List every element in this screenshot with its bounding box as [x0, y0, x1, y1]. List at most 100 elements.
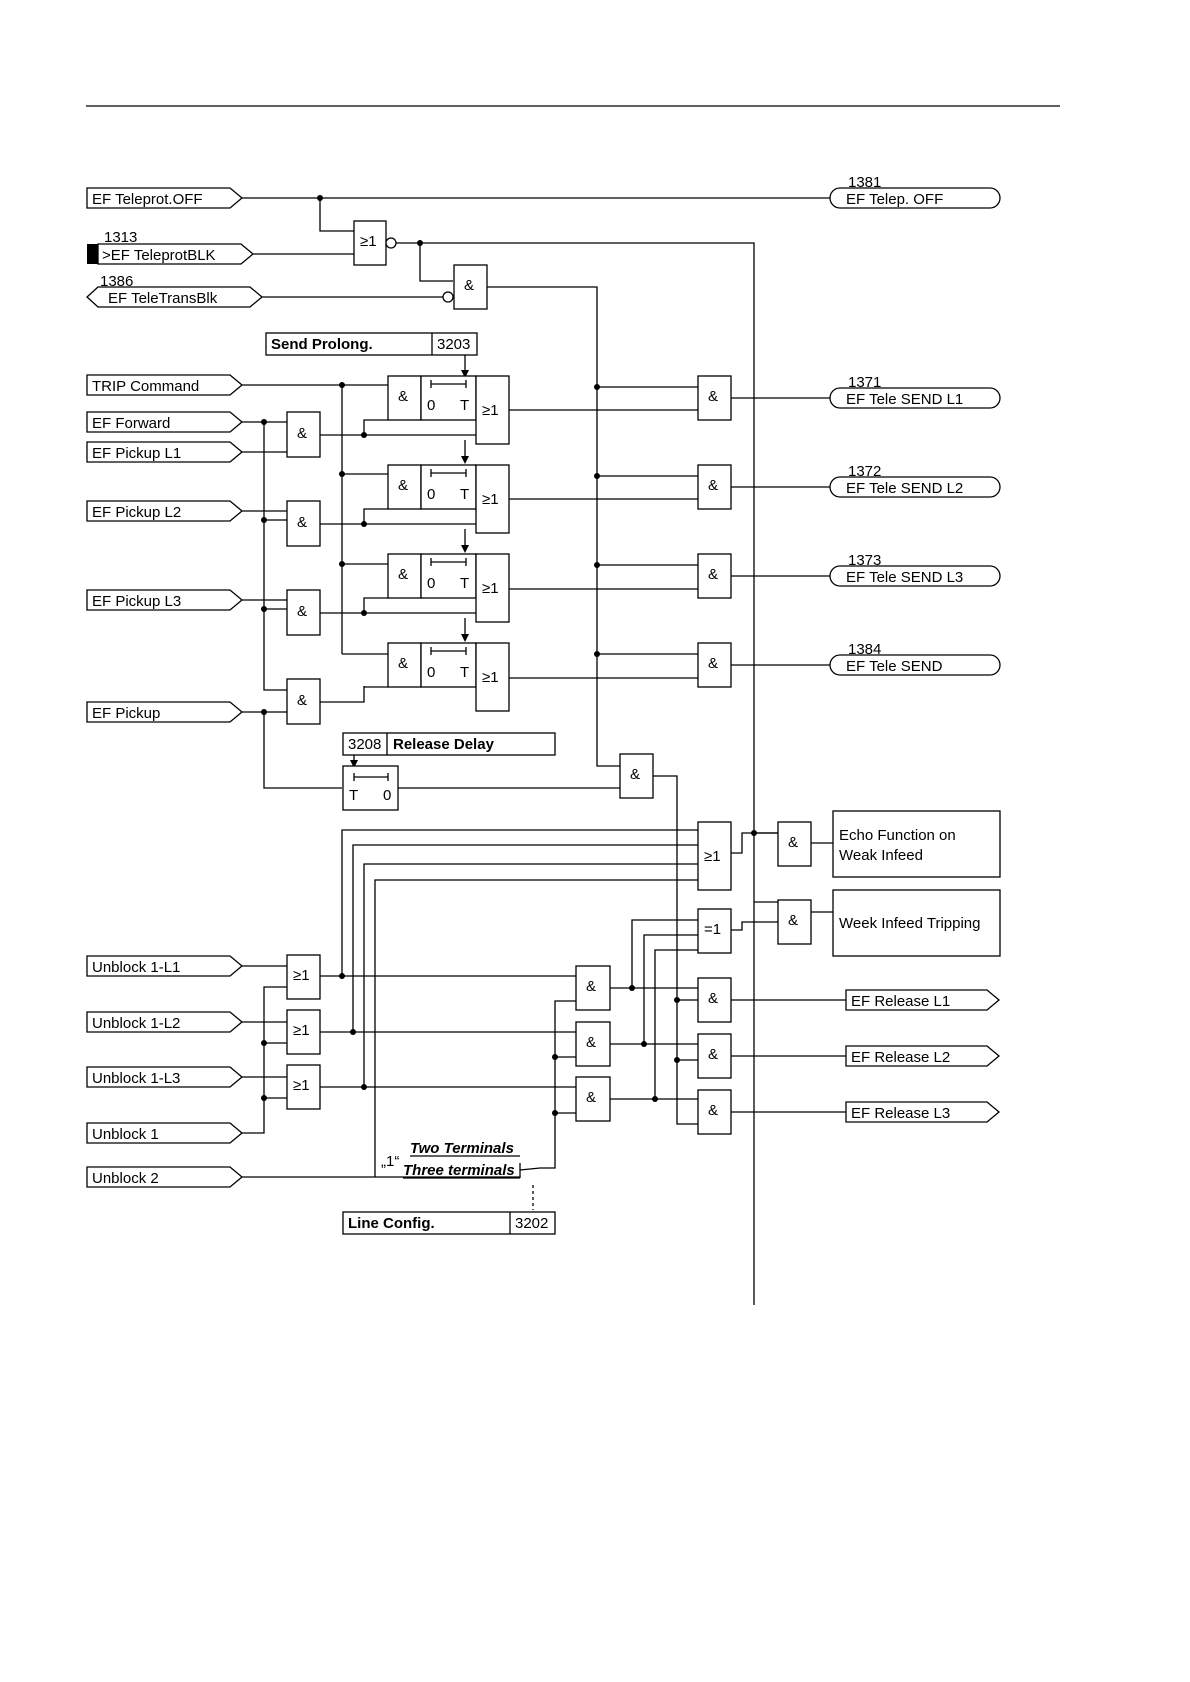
input-ef-pickup-l2-label: EF Pickup L2 [92, 504, 181, 521]
input-unblock-1-l3 [86, 1066, 244, 1088]
input-trip-command-label: TRIP Command [92, 378, 199, 395]
or-gate-unblock-l1 [286, 954, 321, 1000]
xor-gate-symbol: =1 [704, 921, 721, 938]
timer-row1-t: T [460, 397, 469, 414]
and-gate-send-l2 [697, 464, 732, 510]
and-gate-send-enable-symbol: & [464, 277, 474, 294]
timer-row1-zero: 0 [427, 397, 435, 414]
and-gate-release [619, 753, 654, 799]
timer-release-delay [342, 765, 399, 811]
output-release-l2 [845, 1045, 1001, 1067]
input-ef-pickup-l3-label: EF Pickup L3 [92, 593, 181, 610]
echo-function-line1: Echo Function on [839, 827, 956, 844]
timer-row3-t: T [460, 575, 469, 592]
or-gate-row1-symbol: ≥1 [482, 402, 499, 419]
output-send-l3-label: EF Tele SEND L3 [846, 569, 963, 586]
and-gate-send-l1-symbol: & [708, 388, 718, 405]
input-ef-teletransblk-label: EF TeleTransBlk [108, 290, 218, 307]
or-gate-unblock-l3-symbol: ≥1 [293, 1077, 310, 1094]
xor-gate [697, 908, 732, 954]
inverter-bubble [385, 237, 397, 249]
input-ef-pickup-l3 [86, 589, 244, 611]
input-ef-pickup-l2 [86, 500, 244, 522]
and-gate-unblock-l3 [575, 1076, 611, 1122]
or-gate-weak [697, 821, 732, 891]
and-gate-send-enable [453, 264, 488, 310]
junctions [261, 195, 757, 1116]
timer-row4-t: T [460, 664, 469, 681]
and-gate-send-l3 [697, 553, 732, 599]
timer-row3 [420, 553, 477, 599]
or-gate-unblock-l1-symbol: ≥1 [293, 967, 310, 984]
and-gate-release-l3 [697, 1089, 732, 1135]
or-gate-blk-symbol: ≥1 [360, 233, 377, 250]
output-send-l2 [829, 476, 1001, 498]
echo-function-box [832, 810, 1001, 878]
output-release-l1-label: EF Release L1 [851, 993, 950, 1010]
or-gate-row2 [475, 464, 510, 534]
and-gate-weak-trip [777, 899, 812, 945]
and-gate-row2-symbol: & [398, 477, 408, 494]
and-gate-unblock-l1 [575, 965, 611, 1011]
input-unblock-1 [86, 1122, 244, 1144]
input-ef-teleprot-blk [97, 243, 255, 265]
and-gate-unblock-l3-symbol: & [586, 1089, 596, 1106]
input-unblock-1-l2-label: Unblock 1-L2 [92, 1015, 180, 1032]
output-release-l2-label: EF Release L2 [851, 1049, 950, 1066]
inverter-bubble-transblk [442, 291, 454, 303]
and-gate-pickup-l2 [286, 500, 321, 547]
and-gate-pickup-l1 [286, 411, 321, 458]
input-ef-pickup-label: EF Pickup [92, 705, 160, 722]
binary-input-marker [87, 244, 98, 264]
option-three-terminals: Three terminals [403, 1162, 515, 1179]
input-unblock-1-l2 [86, 1011, 244, 1033]
input-ef-pickup-l1 [86, 441, 244, 463]
output-release-l1 [845, 989, 1001, 1011]
and-gate-pickup-symbol: & [297, 692, 307, 709]
line-config-label: Line Config. [348, 1215, 435, 1232]
and-gate-release-l3-symbol: & [708, 1102, 718, 1119]
output-send-label: EF Tele SEND [846, 658, 943, 675]
output-release-l3 [845, 1101, 1001, 1123]
and-gate-pickup-l1-symbol: & [297, 425, 307, 442]
and-gate-row4 [387, 642, 422, 688]
weak-infeed-trip-box [832, 889, 1001, 957]
input-ef-teletransblk-number: 1386 [100, 273, 133, 290]
gates: ≥1 & & & & & & 0 T ≥1 & 0 T ≥1 & [286, 220, 812, 1135]
release-delay-number: 3208 [348, 736, 381, 753]
and-gate-row4-symbol: & [398, 655, 408, 672]
output-send-l1 [829, 387, 1001, 409]
timer-row4-zero: 0 [427, 664, 435, 681]
or-gate-unblock-l2-symbol: ≥1 [293, 1022, 310, 1039]
send-prolong-label: Send Prolong. [271, 336, 373, 353]
weak-infeed-trip-label: Week Infeed Tripping [839, 915, 980, 932]
timer-release-zero: 0 [383, 787, 391, 804]
input-ef-teleprot-off [86, 187, 244, 209]
and-gate-row3-symbol: & [398, 566, 408, 583]
output-signals: 1381 EF Telep. OFF 1371 EF Tele SEND L1 … [829, 174, 1001, 1123]
output-send-l1-label: EF Tele SEND L1 [846, 391, 963, 408]
and-gate-pickup-l3 [286, 589, 321, 636]
timer-row3-zero: 0 [427, 575, 435, 592]
and-gate-pickup [286, 678, 321, 725]
or-gate-row4-symbol: ≥1 [482, 669, 499, 686]
line-config-setting [342, 1211, 556, 1235]
line-config-number: 3202 [515, 1215, 548, 1232]
and-gate-pickup-l2-symbol: & [297, 514, 307, 531]
input-ef-teleprot-blk-label: >EF TeleprotBLK [102, 247, 216, 264]
and-gate-unblock-l2 [575, 1021, 611, 1067]
or-gate-row2-symbol: ≥1 [482, 491, 499, 508]
wires [242, 197, 846, 1305]
or-gate-weak-symbol: ≥1 [704, 848, 721, 865]
input-trip-command [86, 374, 244, 396]
or-gate-unblock-l2 [286, 1009, 321, 1055]
and-gate-send-l2-symbol: & [708, 477, 718, 494]
output-release-l3-label: EF Release L3 [851, 1105, 950, 1122]
and-gate-row3 [387, 553, 422, 599]
send-prolong-number: 3203 [437, 336, 470, 353]
and-gate-echo [777, 821, 812, 867]
and-gate-unblock-l2-symbol: & [586, 1034, 596, 1051]
input-ef-forward [86, 411, 244, 433]
release-delay-label: Release Delay [393, 736, 495, 753]
